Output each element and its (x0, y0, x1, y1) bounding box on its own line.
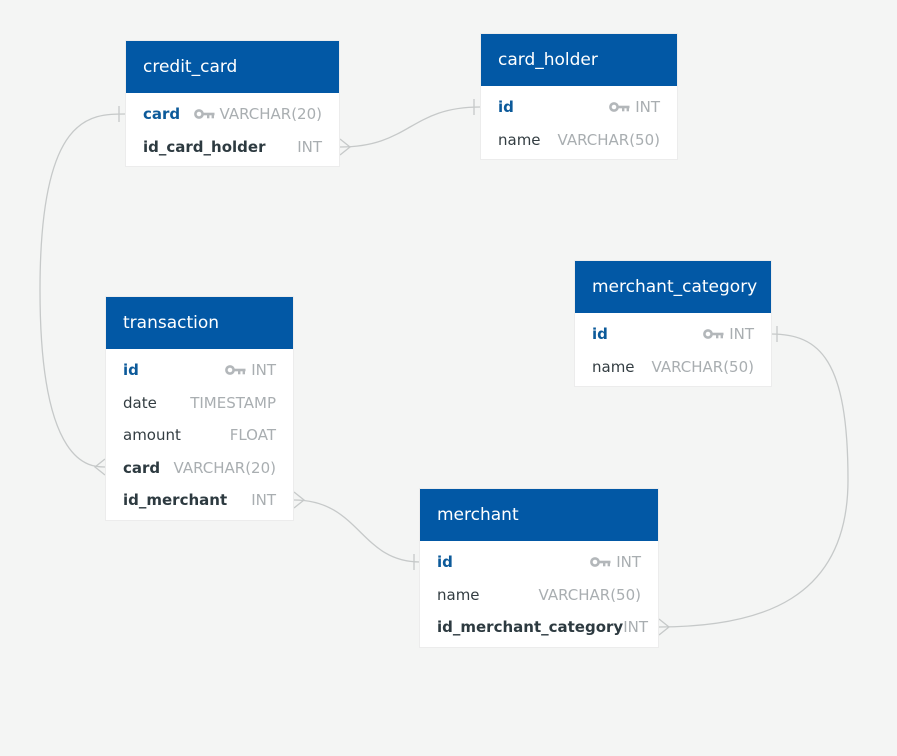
column-row[interactable]: id INT (575, 318, 771, 351)
column-type-label: INT (251, 361, 276, 380)
column-row[interactable]: name VARCHAR(50) (481, 124, 677, 157)
column-name: name (437, 585, 480, 604)
column-row[interactable]: card VARCHAR(20) (106, 452, 293, 485)
table-transaction[interactable]: transaction id INT date TIMESTAMP amount… (106, 297, 293, 520)
key-icon (225, 364, 246, 376)
many-marker (339, 138, 352, 156)
relationship-transaction-to-merchant[interactable] (293, 499, 421, 563)
column-type-label: INT (297, 137, 322, 156)
many-marker (93, 458, 106, 476)
column-type-label: INT (616, 553, 641, 572)
table-card-holder[interactable]: card_holder id INT name VARCHAR(50) (481, 34, 677, 159)
column-row[interactable]: id INT (106, 354, 293, 387)
column-type-label: VARCHAR(50) (651, 357, 754, 376)
many-marker (293, 491, 306, 509)
column-row[interactable]: amount FLOAT (106, 419, 293, 452)
column-row[interactable]: id_merchant_category INT (420, 611, 658, 644)
column-name: id_merchant (123, 491, 228, 510)
column-type-label: VARCHAR(50) (557, 130, 660, 149)
column-type-label: INT (729, 325, 754, 344)
table-merchant-category[interactable]: merchant_category id INT name VARCHAR(50… (575, 261, 771, 386)
column-name: date (123, 393, 157, 412)
column-name: name (498, 130, 541, 149)
column-row[interactable]: id_card_holder INT (126, 131, 339, 164)
column-name: id_merchant_category (437, 618, 624, 637)
column-name: id (592, 325, 608, 344)
many-marker (658, 618, 671, 636)
column-name: card (123, 458, 161, 477)
table-merchant[interactable]: merchant id INT name VARCHAR(50) id_merc… (420, 489, 658, 647)
column-name: id (123, 361, 139, 380)
key-icon (590, 556, 611, 568)
table-title[interactable]: merchant_category (575, 261, 771, 313)
column-type-label: TIMESTAMP (190, 393, 276, 412)
column-type: INT (609, 98, 660, 116)
table-title[interactable]: transaction (106, 297, 293, 349)
column-name: amount (123, 426, 181, 445)
table-title[interactable]: merchant (420, 489, 658, 541)
column-row[interactable]: id INT (481, 91, 677, 124)
column-name: name (592, 357, 635, 376)
column-row[interactable]: name VARCHAR(50) (420, 579, 658, 612)
relationship-credit-card-to-card-holder[interactable] (339, 106, 481, 148)
column-type-label: VARCHAR(20) (173, 458, 276, 477)
column-row[interactable]: name VARCHAR(50) (575, 351, 771, 384)
column-name: id_card_holder (143, 137, 266, 156)
column-name: id (498, 98, 514, 117)
column-type: INT (590, 553, 641, 571)
column-type-label: INT (623, 618, 649, 637)
column-type-label: INT (635, 98, 660, 117)
table-title[interactable]: card_holder (481, 34, 677, 86)
column-type-label: VARCHAR(20) (219, 105, 322, 124)
column-row[interactable]: date TIMESTAMP (106, 387, 293, 420)
column-type: VARCHAR(20) (193, 105, 322, 124)
column-type-label: INT (251, 491, 276, 510)
column-row[interactable]: card VARCHAR(20) (126, 98, 339, 131)
table-credit-card[interactable]: credit_card card VARCHAR(20) id_card_hol… (126, 41, 339, 166)
key-icon (703, 328, 724, 340)
column-row[interactable]: id_merchant INT (106, 484, 293, 517)
column-type: INT (703, 325, 754, 343)
key-icon (193, 108, 215, 120)
column-type-label: FLOAT (229, 426, 276, 445)
table-title[interactable]: credit_card (126, 41, 339, 93)
column-type: INT (225, 361, 276, 379)
column-row[interactable]: id INT (420, 546, 658, 579)
column-name: id (437, 553, 453, 572)
relationship-merchant-to-merchant-category[interactable] (658, 333, 849, 628)
key-icon (609, 101, 630, 113)
relationship-credit-card-to-transaction[interactable] (39, 113, 126, 468)
column-type-label: VARCHAR(50) (538, 585, 641, 604)
column-name: card (143, 105, 181, 124)
